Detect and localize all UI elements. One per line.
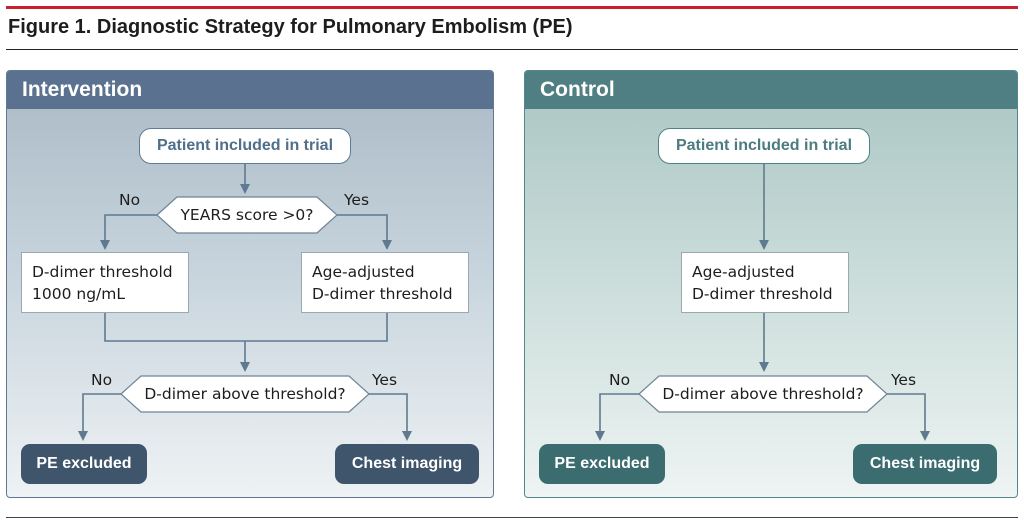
intervention-header: Intervention (7, 71, 493, 109)
intervention-start-node: Patient included in trial (139, 128, 351, 164)
intervention-panel: Intervention Patient included in trial Y… (6, 70, 494, 498)
control-decision-no-label: No (609, 371, 631, 389)
threshold-1000-line2: 1000 ng/mL (32, 284, 125, 303)
decision2-yes-label: Yes (372, 371, 398, 389)
decision1-no-label: No (119, 191, 141, 209)
control-age-adjusted-line2: D-dimer threshold (692, 284, 833, 303)
chest-imaging-terminal: Chest imaging (335, 444, 479, 484)
control-panel: Control Patient included in trial Age-ad… (524, 70, 1018, 498)
control-header: Control (525, 71, 1017, 109)
age-adjusted-box: Age-adjusted D-dimer threshold (301, 252, 469, 313)
threshold-1000-line1: D-dimer threshold (32, 262, 173, 281)
decision1-yes-label: Yes (344, 191, 370, 209)
bottom-divider (6, 517, 1018, 518)
control-decision-label: D-dimer above threshold? (662, 385, 864, 403)
merge-line (104, 313, 388, 342)
age-adjusted-line1: Age-adjusted (312, 262, 415, 281)
decision1-label: YEARS score >0? (180, 206, 314, 224)
decision2-label: D-dimer above threshold? (144, 385, 346, 403)
control-age-adjusted-line1: Age-adjusted (692, 262, 795, 281)
pe-excluded-terminal: PE excluded (21, 444, 147, 484)
decision2-no-label: No (91, 371, 113, 389)
arrow-control-no (595, 393, 639, 441)
control-age-adjusted-box: Age-adjusted D-dimer threshold (681, 252, 849, 313)
arrow-control-yes (887, 393, 930, 441)
control-start-node: Patient included in trial (658, 128, 870, 164)
threshold-1000-box: D-dimer threshold 1000 ng/mL (21, 252, 189, 313)
figure-title: Figure 1. Diagnostic Strategy for Pulmon… (8, 16, 573, 38)
control-chest-imaging-terminal: Chest imaging (853, 444, 997, 484)
arrow-decision1-no (100, 214, 157, 250)
arrow-decision2-no (78, 393, 121, 441)
arrow-decision2-yes (369, 393, 412, 441)
control-pe-excluded-terminal: PE excluded (539, 444, 665, 484)
arrow-decision1-yes (337, 214, 392, 250)
age-adjusted-line2: D-dimer threshold (312, 284, 453, 303)
title-divider (6, 49, 1018, 50)
accent-rule (6, 6, 1018, 9)
control-decision-yes-label: Yes (891, 371, 917, 389)
